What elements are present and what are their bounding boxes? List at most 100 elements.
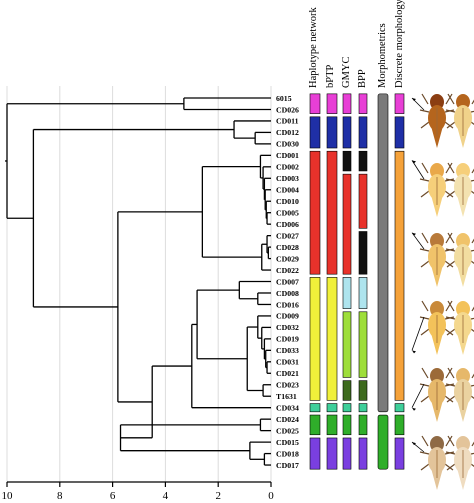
- delimitation-bar: [358, 437, 368, 470]
- tip-label: CD008: [276, 289, 299, 298]
- tip-label: CD007: [276, 277, 299, 286]
- tip-label: CD027: [276, 231, 299, 240]
- delimitation-bar: [358, 231, 368, 275]
- delimitation-bar: [326, 150, 338, 275]
- pointer-arrow: [411, 316, 425, 351]
- column-header: Morphometrics: [377, 23, 388, 88]
- tip-label: CD012: [276, 128, 299, 137]
- specimen-image: [445, 367, 474, 422]
- axis-tick-label: 8: [57, 490, 63, 502]
- tip-label: CD032: [276, 323, 299, 332]
- specimen-image: [419, 232, 455, 287]
- tip-label: CD016: [276, 300, 299, 309]
- tip-label: CD015: [276, 438, 299, 447]
- column-header: GMYC: [341, 56, 352, 88]
- tip-label: CD023: [276, 381, 299, 390]
- axis-tick-label: 2: [215, 490, 221, 502]
- delimitation-bar: [342, 437, 352, 470]
- delimitation-bar: [309, 437, 321, 470]
- delimitation-bar: [342, 93, 352, 114]
- specimen-image: [445, 300, 474, 355]
- delimitation-bar: [342, 173, 352, 275]
- pointer-arrow-head: [412, 232, 416, 236]
- tip-label: CD004: [276, 186, 299, 195]
- delimitation-bar: [358, 380, 368, 401]
- delimitation-bar: [326, 437, 338, 470]
- tip-label: CD033: [276, 346, 299, 355]
- tip-label: CD001: [276, 151, 299, 160]
- specimen-images: [411, 93, 474, 490]
- tip-label: CD005: [276, 209, 299, 218]
- delimitation-bar: [358, 116, 368, 149]
- delimitation-bar: [342, 150, 352, 172]
- pointer-arrow-head: [412, 98, 416, 101]
- delimitation-bar: [326, 277, 338, 401]
- delimitation-bar: [342, 311, 352, 378]
- tip-label: CD017: [276, 461, 299, 470]
- specimen-image: [445, 435, 474, 490]
- delimitation-bar: [358, 150, 368, 172]
- specimen-image: [419, 300, 455, 355]
- pointer-arrow-head: [412, 160, 416, 164]
- column-header: bPTP: [325, 64, 336, 88]
- tip-label: CD034: [276, 403, 299, 412]
- delimitation-bar: [342, 277, 352, 309]
- delimitation-bar: [309, 93, 321, 114]
- delimitation-bar: [326, 116, 338, 149]
- specimen-image: [445, 93, 474, 148]
- delimitation-bar: [394, 403, 405, 413]
- delimitation-bar: [358, 403, 368, 413]
- tip-label: CD021: [276, 369, 299, 378]
- delimitation-bar: [358, 414, 368, 436]
- tip-label: CD028: [276, 243, 299, 252]
- delimitation-bar: [342, 116, 352, 149]
- pointer-arrow-head: [412, 407, 416, 411]
- delimitation-bar: [377, 414, 389, 470]
- specimen-image: [419, 93, 455, 148]
- tip-label: CD011: [276, 117, 299, 126]
- delimitation-bar: [326, 414, 338, 436]
- tip-label: CD026: [276, 105, 299, 114]
- delimitation-bar: [342, 380, 352, 401]
- tip-label: CD019: [276, 335, 299, 344]
- specimen-image: [419, 162, 455, 217]
- tip-label: 6015: [276, 94, 292, 103]
- tip-label: CD002: [276, 163, 299, 172]
- delimitation-bar: [394, 93, 405, 114]
- delimitation-bar: [358, 173, 368, 229]
- tip-label: CD024: [276, 415, 299, 424]
- delimitation-bar: [342, 403, 352, 413]
- pointer-arrow: [411, 383, 425, 408]
- tip-label: CD030: [276, 140, 299, 149]
- column-header: BPP: [357, 69, 368, 88]
- delimitation-bar: [394, 150, 405, 401]
- tip-label: CD022: [276, 266, 299, 275]
- tip-label: CD009: [276, 312, 299, 321]
- pointer-arrow-head: [412, 350, 416, 354]
- delimitation-bar: [309, 277, 321, 401]
- delimitation-bar: [342, 414, 352, 436]
- tip-label: CD018: [276, 449, 299, 458]
- axis-gridlines: [6, 86, 272, 482]
- delimitation-bar: [358, 311, 368, 378]
- tip-label: CD031: [276, 358, 299, 367]
- tip-label: CD006: [276, 220, 299, 229]
- delimitation-bar: [326, 403, 338, 413]
- tip-label: CD025: [276, 426, 299, 435]
- delimitation-bar: [309, 403, 321, 413]
- delimitation-bar: [309, 116, 321, 149]
- tip-label: CD010: [276, 197, 299, 206]
- delimitation-bar: [394, 414, 405, 436]
- phylogenetic-tree: [5, 97, 271, 466]
- axis-tick-label: 0: [268, 490, 274, 502]
- tip-label: T1631: [276, 392, 297, 401]
- specimen-image: [445, 232, 474, 287]
- delimitation-bars: [309, 93, 405, 470]
- tip-labels: 6015CD026CD011CD012CD030CD001CD002CD003C…: [276, 94, 299, 470]
- delimitation-bar: [309, 150, 321, 275]
- pointer-arrow-head: [412, 442, 416, 446]
- axis-tick-label: 4: [163, 490, 169, 502]
